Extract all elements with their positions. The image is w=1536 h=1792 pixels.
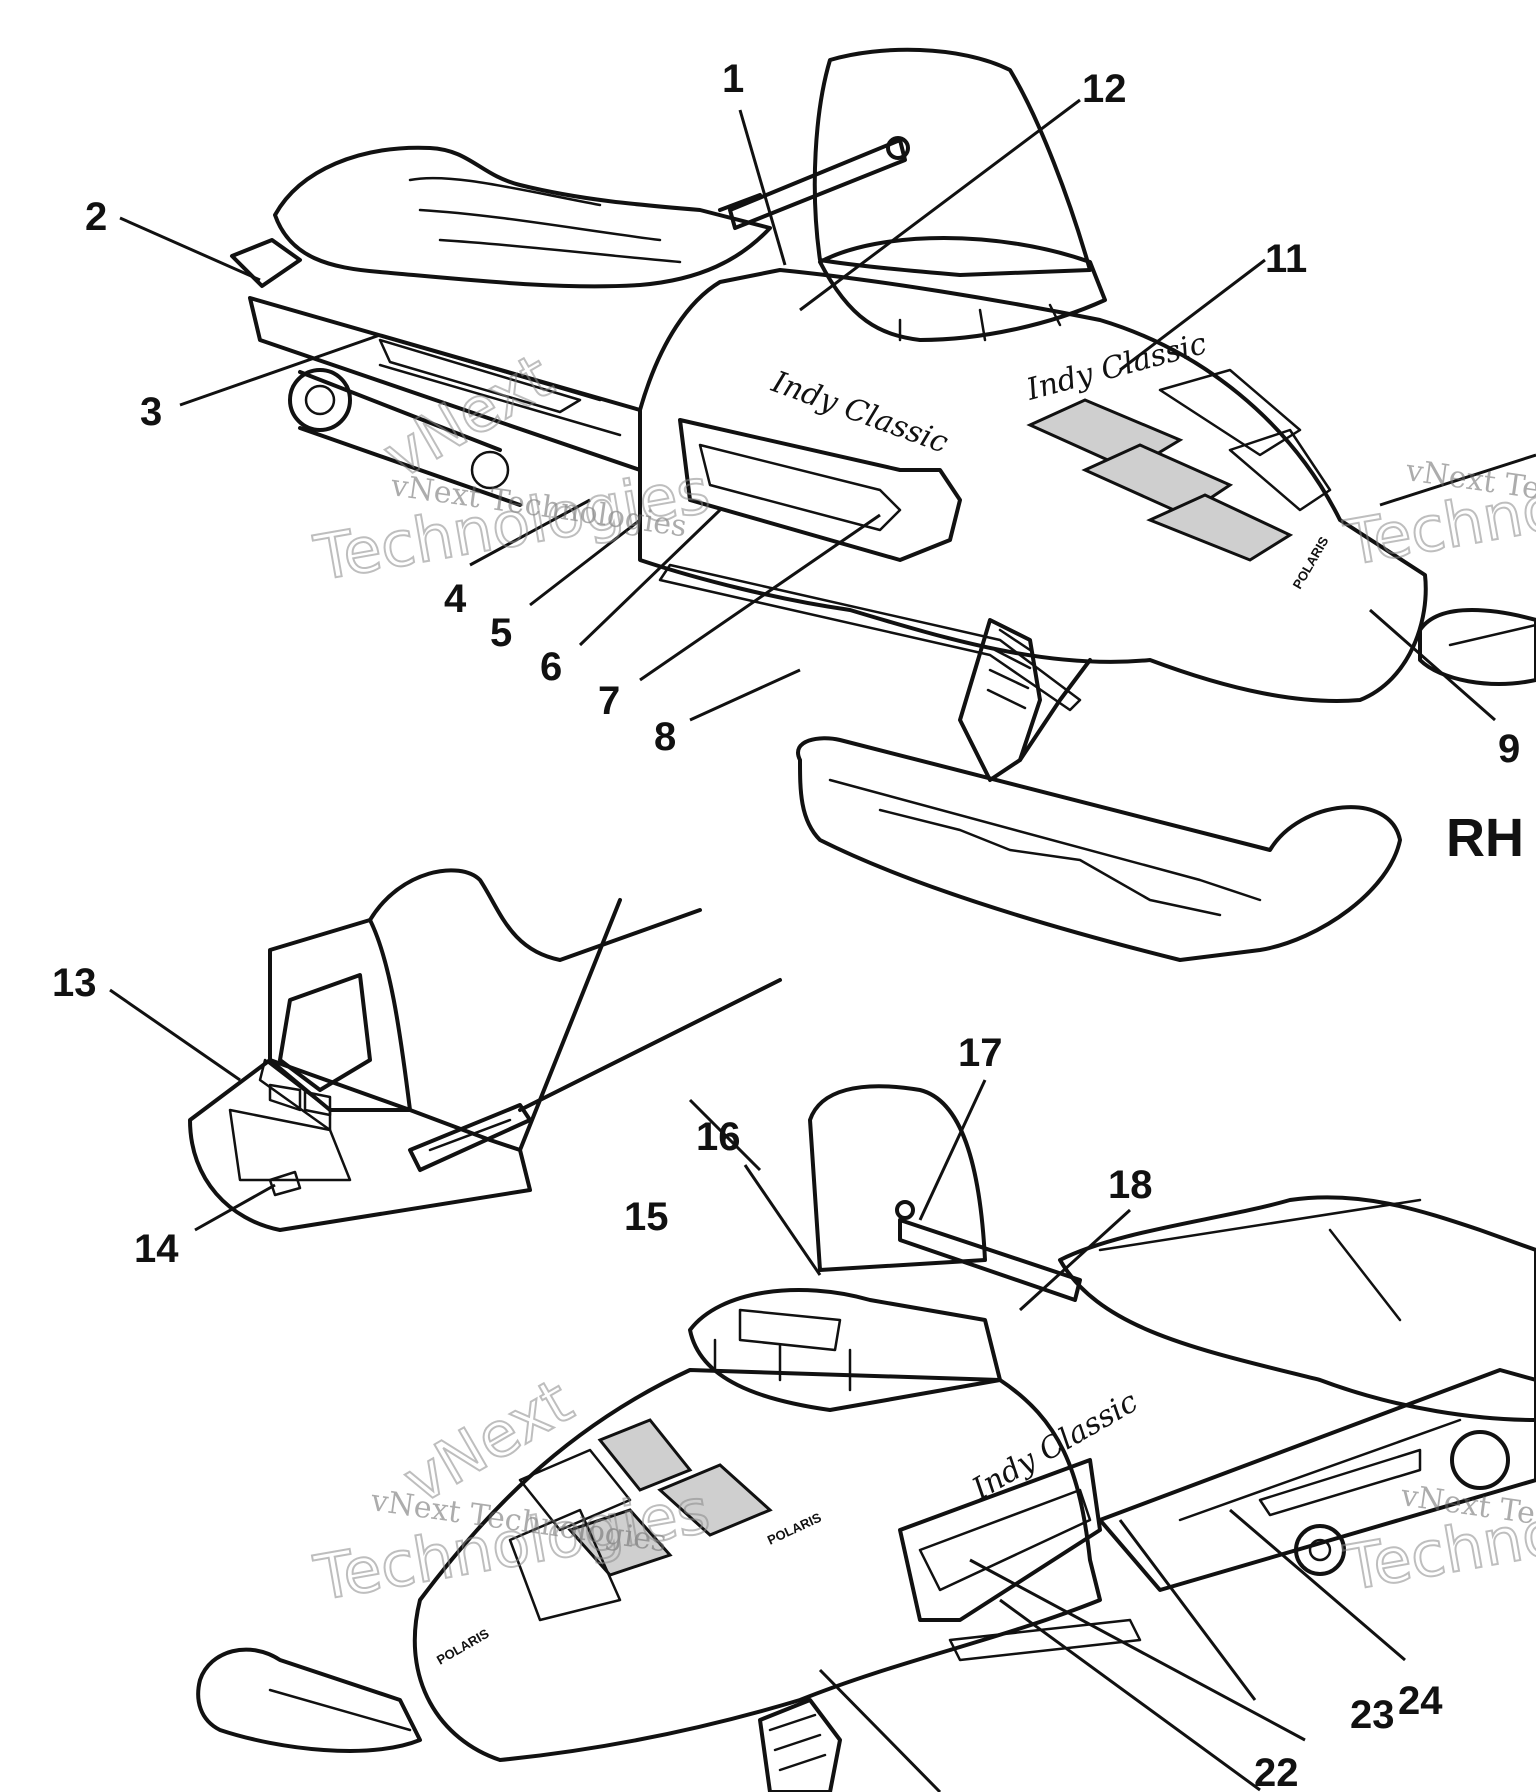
callout-9: 9 xyxy=(1498,727,1520,771)
callout-15: 15 xyxy=(624,1195,669,1239)
snowmobile-rh-view: Indy Classic Indy Classic POLARIS xyxy=(119,47,1536,962)
callout-3: 3 xyxy=(140,390,162,434)
cowl-script-decal: Indy Classic xyxy=(1022,326,1210,408)
callout-18: 18 xyxy=(1108,1163,1153,1207)
snowmobile-lh-view: Indy Classic POLARIS POLARIS xyxy=(196,1079,1536,1792)
lh-front-brand-decal: POLARIS xyxy=(434,1626,492,1668)
callout-16: 16 xyxy=(696,1115,741,1159)
rear-view-detail xyxy=(109,868,782,1232)
callout-4: 4 xyxy=(444,577,467,621)
watermark-big-d: vNext xyxy=(391,1364,584,1518)
callout-24: 24 xyxy=(1398,1679,1443,1723)
brand-decal: POLARIS xyxy=(1290,534,1332,592)
callout-5: 5 xyxy=(490,611,512,655)
callout-14: 14 xyxy=(134,1227,179,1271)
callout-1: 1 xyxy=(722,57,744,101)
callout-6: 6 xyxy=(540,645,562,689)
lh-brand-decal: POLARIS xyxy=(765,1510,824,1548)
callout-23: 23 xyxy=(1350,1693,1395,1737)
callout-11: 11 xyxy=(1265,237,1307,281)
callout-labels: 1 2 3 4 5 6 7 8 9 11 12 13 14 15 16 17 1… xyxy=(52,57,1524,1792)
lh-hood-script-decal: Indy Classic xyxy=(966,1384,1144,1507)
callout-7: 7 xyxy=(598,679,620,723)
view-label-rh: RH xyxy=(1446,808,1524,868)
callout-17: 17 xyxy=(958,1031,1003,1075)
callout-13: 13 xyxy=(52,961,97,1005)
callout-12: 12 xyxy=(1082,67,1127,111)
callout-2: 2 xyxy=(85,195,107,239)
callout-8: 8 xyxy=(654,715,676,759)
callout-22: 22 xyxy=(1254,1751,1299,1792)
